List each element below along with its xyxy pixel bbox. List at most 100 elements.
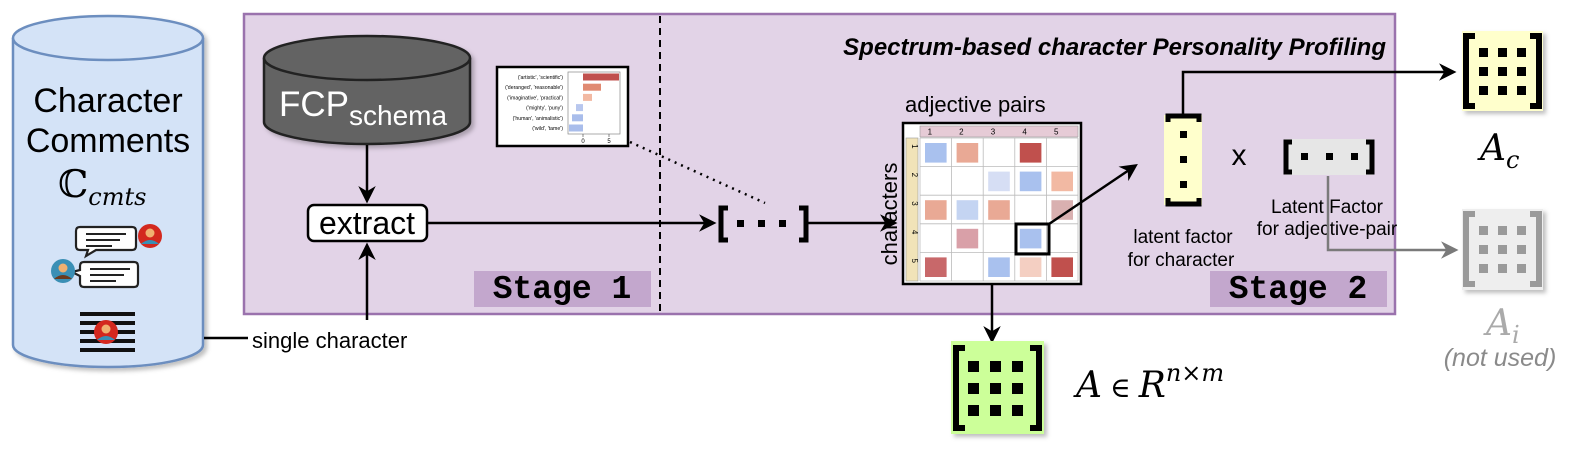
matrix-dot bbox=[1498, 245, 1507, 254]
matrix-dot bbox=[1517, 226, 1526, 235]
matrix-cell bbox=[1019, 143, 1042, 163]
arrow-to-Ai bbox=[1326, 176, 1459, 259]
extract-box bbox=[306, 203, 429, 243]
matrix-row-header: 5 bbox=[910, 258, 919, 263]
matrix-cell bbox=[1019, 257, 1042, 277]
matrix-row-header: 1 bbox=[910, 144, 919, 149]
cylinder-symbol: ℂcmts bbox=[58, 162, 146, 211]
matrix-dot bbox=[1479, 48, 1488, 57]
latent-char-label-1: latent factor bbox=[1133, 227, 1233, 248]
avatar-blue-icon bbox=[51, 259, 75, 283]
matrix-col-header: 3 bbox=[991, 128, 996, 137]
cylinder-symbol-sub: cmts bbox=[88, 183, 146, 211]
stage1-label-bg bbox=[474, 271, 651, 307]
matrix-dot bbox=[1498, 48, 1507, 57]
matrix-cell bbox=[1019, 228, 1042, 249]
matrix-dot bbox=[1012, 405, 1023, 416]
mini-bar-chart: ('artistic', 'scientific')('deranged', '… bbox=[495, 65, 630, 148]
stage-title: Spectrum-based character Personality Pro… bbox=[843, 34, 1386, 61]
matrix-dot bbox=[990, 361, 1001, 372]
matrix-dot bbox=[1479, 264, 1488, 273]
stage1-label: Stage 1 bbox=[493, 271, 632, 308]
matrix-dot bbox=[1517, 86, 1526, 95]
arrow-to-Ac bbox=[1181, 63, 1457, 114]
mini-bar bbox=[583, 83, 601, 91]
cylinder-title-line1: Character bbox=[33, 82, 182, 120]
character-comments-cylinder bbox=[11, 14, 205, 369]
matrix-cell bbox=[925, 257, 947, 277]
matrix-dot bbox=[1517, 48, 1526, 57]
matrix-cell bbox=[1051, 171, 1073, 192]
not-used-label: (not used) bbox=[1444, 344, 1557, 372]
stage2-label-bg bbox=[1210, 271, 1387, 307]
matrix-Ai-bracket bbox=[1463, 211, 1542, 287]
times-symbol: x bbox=[1232, 139, 1247, 172]
chat-bubble-icon bbox=[68, 260, 140, 289]
formula-A: A bbox=[1073, 365, 1102, 406]
matrix-cell bbox=[925, 200, 947, 220]
matrix-col-header: 2 bbox=[959, 128, 964, 137]
mini-bar bbox=[569, 124, 583, 132]
mini-bar bbox=[583, 93, 592, 101]
matrix-dot bbox=[990, 405, 1001, 416]
fcp-schema-label: FCPschema bbox=[279, 85, 447, 131]
mini-row-label: ('human', 'animalistic') bbox=[513, 116, 564, 122]
Ac-sub: c bbox=[1506, 146, 1519, 174]
matrix-cell bbox=[1019, 171, 1042, 192]
mini-row-label: ('imaginative', 'practical') bbox=[507, 95, 563, 101]
matrix-cell bbox=[988, 257, 1010, 277]
matrix-dot bbox=[968, 383, 979, 394]
latent-char-label-2: for character bbox=[1128, 250, 1235, 271]
formula-in: ∈ bbox=[1110, 371, 1131, 404]
matrix-col-header: 5 bbox=[1054, 128, 1059, 137]
matrix-dot bbox=[1479, 67, 1488, 76]
matrix-cell bbox=[956, 200, 979, 220]
cylinder-title-line2: Comments bbox=[26, 122, 190, 160]
Ai-sub: i bbox=[1512, 321, 1520, 349]
mini-row-label: ('artistic', 'scientific') bbox=[518, 75, 563, 81]
Ac-label: Ac bbox=[1477, 128, 1519, 174]
highlighted-cell bbox=[1014, 222, 1051, 256]
adjective-pairs-label: adjective pairs bbox=[905, 92, 1046, 117]
matrix-cell bbox=[1051, 200, 1073, 220]
matrix-cell bbox=[988, 200, 1010, 220]
mini-bar bbox=[572, 114, 583, 122]
matrix-cell bbox=[988, 171, 1010, 192]
Ai-main: A bbox=[1483, 303, 1512, 344]
matrix-dot bbox=[1498, 264, 1507, 273]
latent-adjective-vector-icon bbox=[1283, 139, 1375, 175]
arrow-cell-to-latent bbox=[1048, 164, 1138, 226]
fcp-sub: schema bbox=[349, 100, 447, 131]
fcp-schema-database bbox=[262, 34, 472, 146]
matrix-cell bbox=[956, 228, 979, 249]
fcp-main: FCP bbox=[279, 85, 349, 124]
formula-exp: n×m bbox=[1166, 359, 1224, 387]
matrix-row-header: 4 bbox=[910, 230, 919, 235]
matrix-dot bbox=[968, 361, 979, 372]
matrix-dot bbox=[1479, 226, 1488, 235]
matrix-dot bbox=[990, 383, 1001, 394]
matrix-Ac-bracket bbox=[1463, 33, 1542, 109]
extract-label: extract bbox=[319, 205, 415, 241]
stage2-label: Stage 2 bbox=[1229, 271, 1368, 308]
characters-label: characters bbox=[877, 163, 902, 266]
avatar-red-icon bbox=[138, 224, 162, 248]
mini-bar bbox=[583, 73, 619, 81]
mini-tick-5: 5 bbox=[607, 139, 611, 145]
cylinder-symbol-main: ℂ bbox=[58, 162, 88, 206]
matrix-dot bbox=[1012, 383, 1023, 394]
matrix-cell bbox=[925, 143, 947, 163]
formula-label: A∈Rn×m bbox=[1073, 359, 1224, 406]
mini-row-label: ('mighty', 'puny') bbox=[526, 106, 563, 112]
matrix-A-bracket bbox=[953, 345, 1042, 431]
formula-R: R bbox=[1138, 365, 1166, 406]
matrix-dot bbox=[1498, 226, 1507, 235]
Ac-main: A bbox=[1477, 128, 1506, 169]
matrix-row-header: 2 bbox=[910, 173, 919, 178]
matrix-col-header: 1 bbox=[928, 128, 933, 137]
matrix-dot bbox=[1498, 86, 1507, 95]
profile-vector-icon bbox=[718, 205, 809, 243]
matrix-cell bbox=[956, 143, 979, 163]
mini-row-label: ('wild', 'tame') bbox=[532, 126, 563, 132]
